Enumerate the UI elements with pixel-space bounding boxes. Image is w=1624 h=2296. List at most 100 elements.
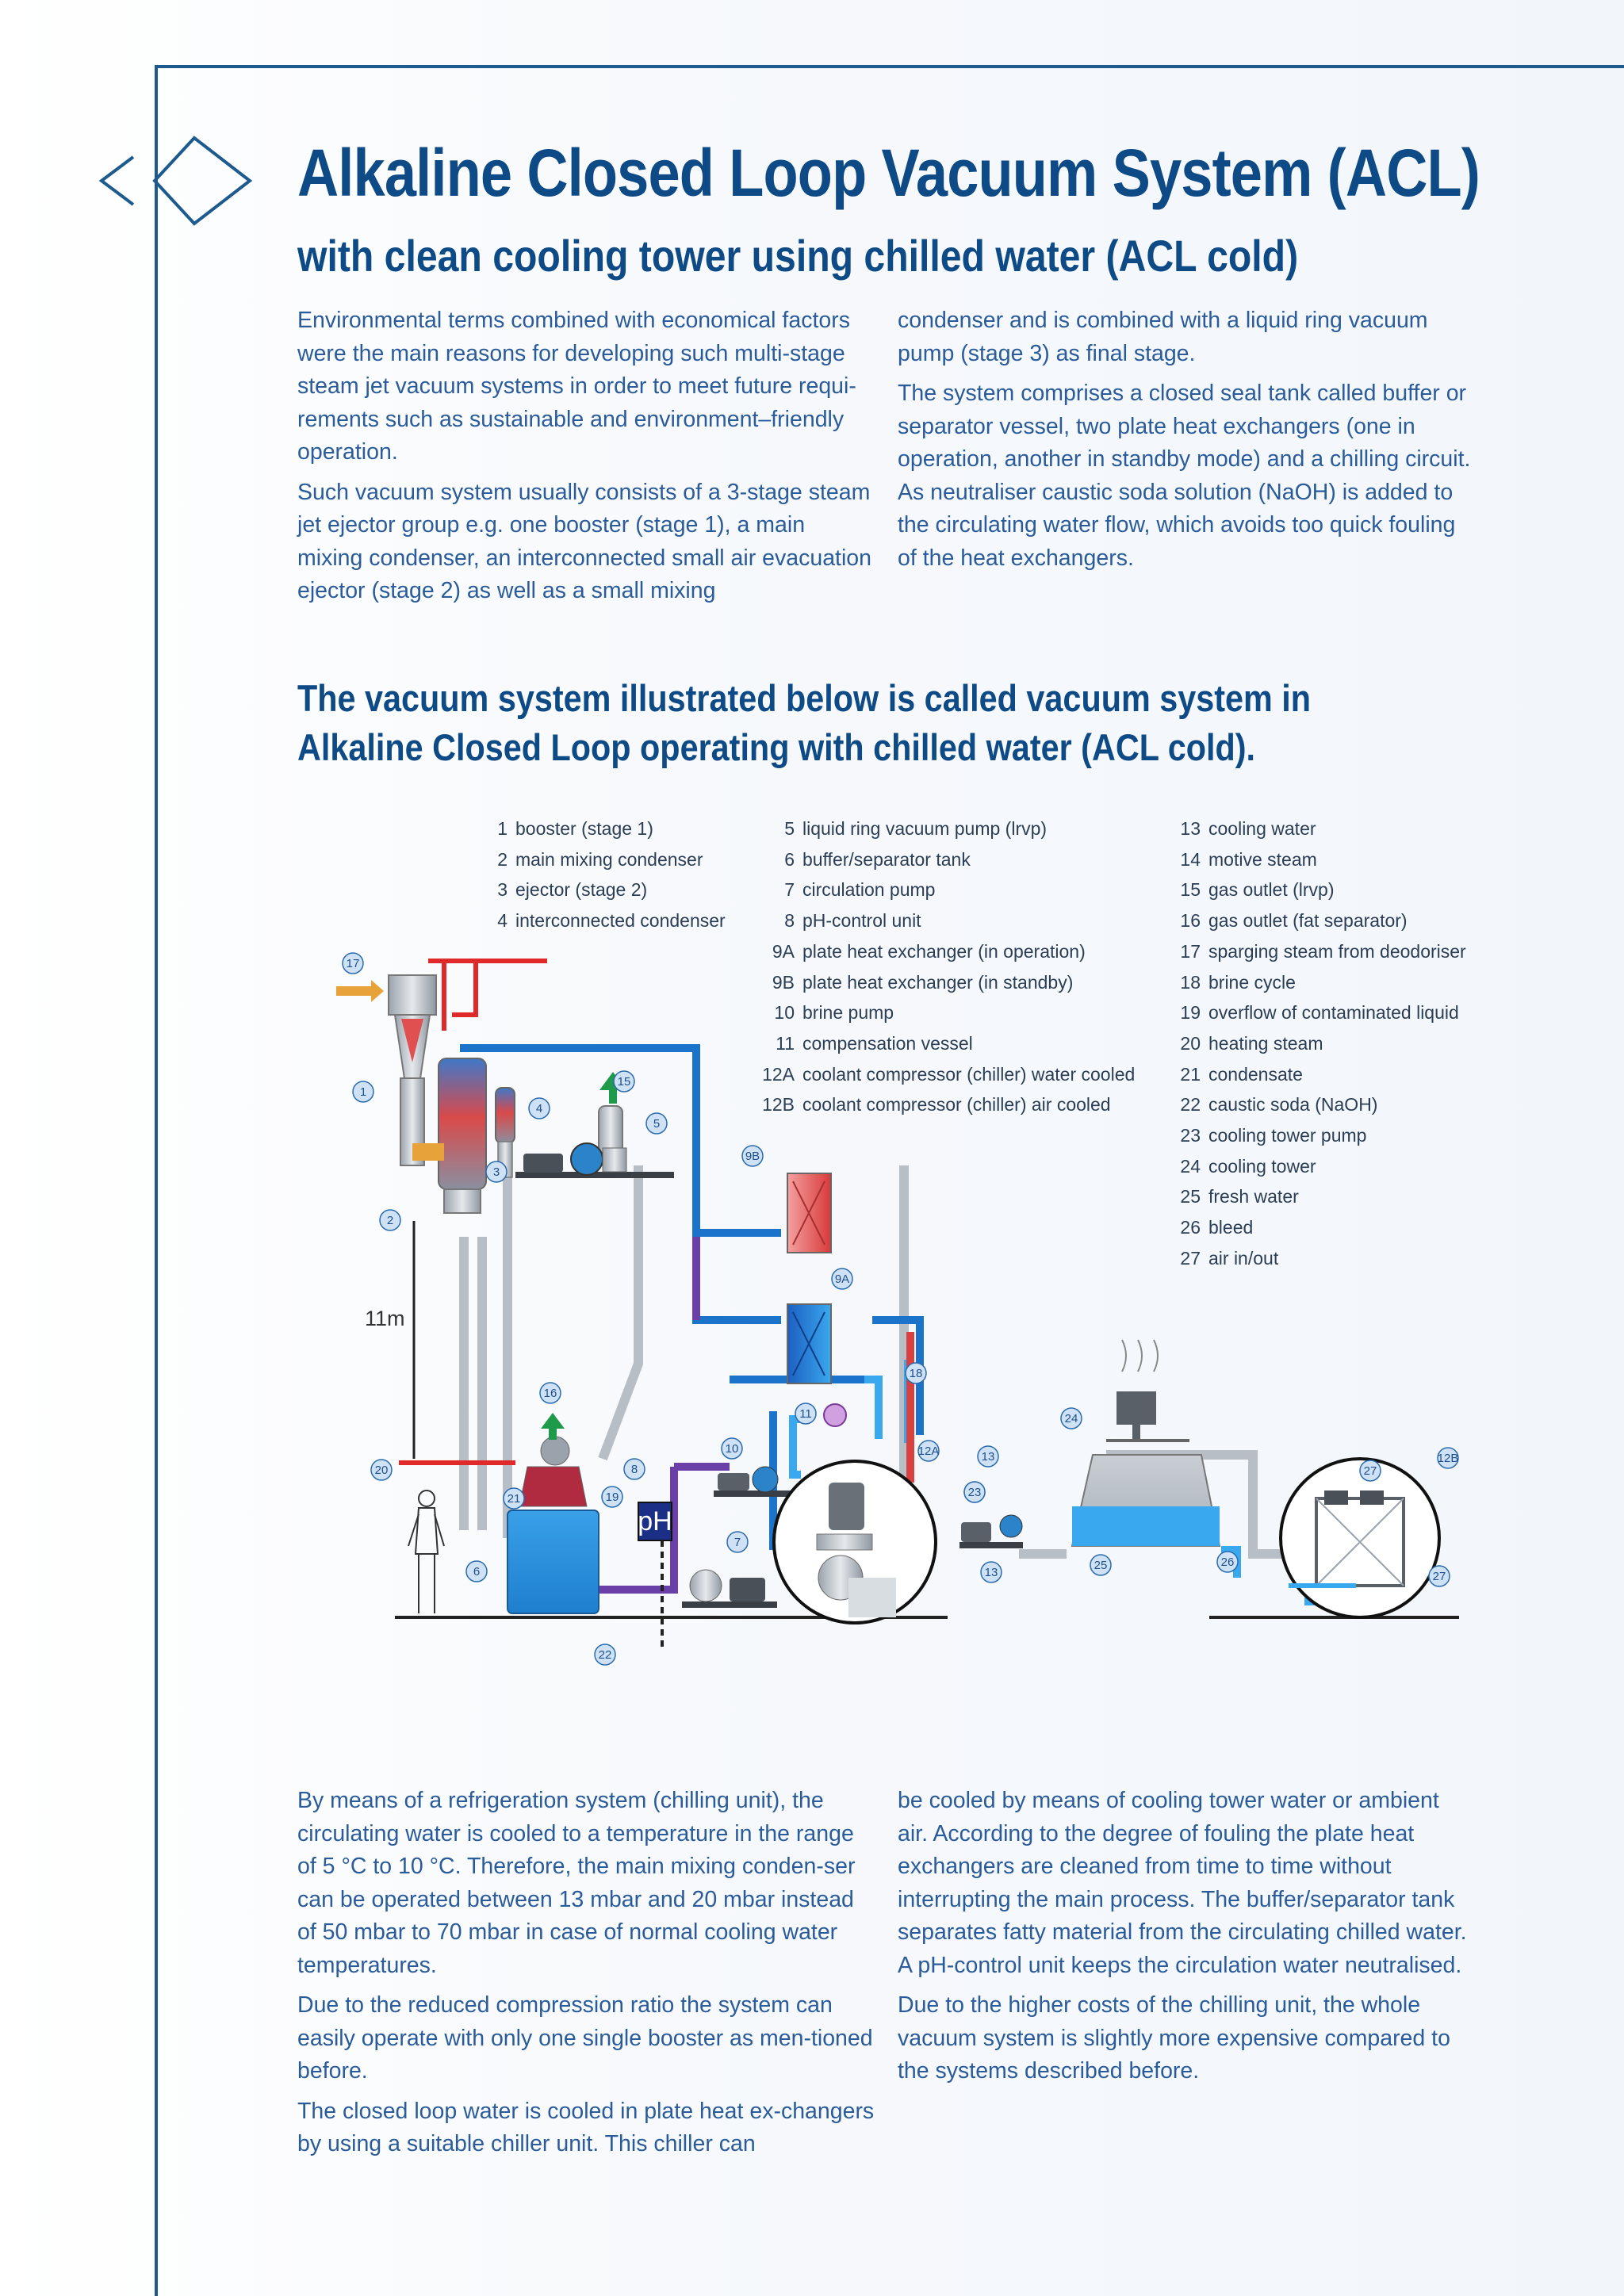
legend-text: compensation vessel [802,1032,973,1054]
legend-text: coolant compressor (chiller) water coole… [802,1063,1136,1085]
callout-label: 4 [536,1102,542,1115]
ph-control-unit: pH [638,1502,672,1541]
brine-pump [714,1466,801,1497]
callout-bubble [905,1362,927,1384]
callout-bubble [741,1145,764,1167]
legend-number: 21 [1180,1063,1201,1085]
intro-paragraph: condenser and is combined with a liquid … [898,308,1428,366]
callout-bubble [613,1070,635,1093]
legend-text: gas outlet (fat separator) [1208,910,1408,932]
legend-number: 3 [497,879,508,901]
legend-number: 25 [1180,1186,1201,1207]
legend-number: 9B [772,971,795,993]
intro-paragraph: Environmental terms combined with econom… [297,308,856,465]
callout-bubble [721,1437,743,1460]
callout-bubble [1359,1460,1381,1482]
legend-number: 1 [497,818,508,839]
callout-bubble [342,952,364,974]
callout-label: 13 [968,1486,982,1499]
legend-text: gas outlet (lrvp) [1208,879,1335,901]
callout-label: 11 [799,1407,812,1421]
legend-number: 19 [1180,1002,1201,1024]
legend-number: 11 [776,1032,795,1054]
callout-bubble [594,1644,616,1666]
legend-text: plate heat exchanger (in operation) [802,940,1086,962]
callout-label: 9A [835,1272,849,1286]
callout-label: 22 [599,1648,612,1662]
chiller-12b-detail [1279,1457,1441,1619]
outro-right-column: be cooled by means of cooling tower wate… [898,1785,1473,2095]
legend-number: 24 [1180,1155,1201,1177]
operator-figure [408,1490,445,1613]
legend-item: 24 cooling tower [1175,1151,1466,1182]
legend-text: liquid ring vacuum pump (lrvp) [802,818,1048,839]
buffer-separator-tank [507,1436,599,1614]
legend-text: fresh water [1208,1186,1299,1207]
legend-number: 8 [784,910,795,932]
callout-bubble [726,1531,749,1553]
outro-left-column: By means of a refrigeration system (chil… [297,1785,876,2168]
legend-text: caustic soda (NaOH) [1208,1094,1378,1115]
legend-item: 3 ejector (stage 2) [487,874,726,905]
legend-item: 2 main mixing condenser [487,844,726,875]
legend-item: 9A plate heat exchanger (in operation) [753,936,1135,967]
callout-bubble [1090,1554,1112,1576]
legend-number: 6 [784,848,795,870]
callout-label: 6 [473,1565,480,1578]
legend-text: cooling tower pump [1208,1125,1367,1146]
liquid-ring-vacuum-pump [515,1105,674,1178]
outro-paragraph: Due to the higher costs of the chilling … [898,1992,1450,2084]
callout-label: 27 [1364,1464,1377,1478]
callout-bubble [980,1561,1002,1583]
intro-left-column: Environmental terms combined with econom… [297,304,876,615]
legend-text: coolant compressor (chiller) air cooled [802,1094,1111,1115]
legend-text: sparging steam from deodoriser [1208,940,1466,962]
legend-text: circulation pump [802,879,936,901]
callout-label: 27 [1433,1570,1446,1583]
legend-number: 9A [772,940,795,962]
legend-number: 2 [497,848,508,870]
legend-text: overflow of contaminated liquid [1208,1002,1459,1024]
callout-bubble [379,1209,401,1231]
callout-bubble [831,1268,853,1290]
gas-outlet-arrow [599,1072,626,1104]
outro-paragraph: The closed loop water is cooled in plate… [297,2098,875,2157]
chiller-12a-detail [772,1460,937,1624]
callout-label: 18 [910,1367,923,1380]
ejector-and-interconnected-condenser [495,1087,515,1178]
cooling-tower [1071,1339,1221,1547]
legend-item: 11 compensation vessel [753,1028,1135,1059]
legend-text: main mixing condenser [515,848,703,870]
legend-text: ejector (stage 2) [515,879,648,901]
legend-text: brine cycle [1208,971,1296,993]
callout-label: 13 [985,1566,998,1579]
legend-text: buffer/separator tank [802,848,971,870]
legend-number: 15 [1180,879,1201,901]
outro-paragraph: Due to the reduced compression ratio the… [297,1992,873,2084]
page-title: Alkaline Closed Loop Vacuum System (ACL) [297,136,1480,210]
callout-label: 21 [508,1492,521,1506]
legend-text: cooling tower [1208,1155,1316,1177]
gas-outlet-arrow [541,1413,565,1440]
legend-item: 19 overflow of contaminated liquid [1175,997,1466,1028]
page-subtitle: with clean cooling tower using chilled w… [297,231,1299,281]
legend-number: 23 [1180,1125,1201,1146]
callout-label: 9B [745,1150,760,1163]
chevron-icon [98,136,253,226]
callout-label: 16 [544,1387,557,1400]
callout-bubble [352,1081,374,1103]
callout-bubble [1428,1565,1450,1587]
